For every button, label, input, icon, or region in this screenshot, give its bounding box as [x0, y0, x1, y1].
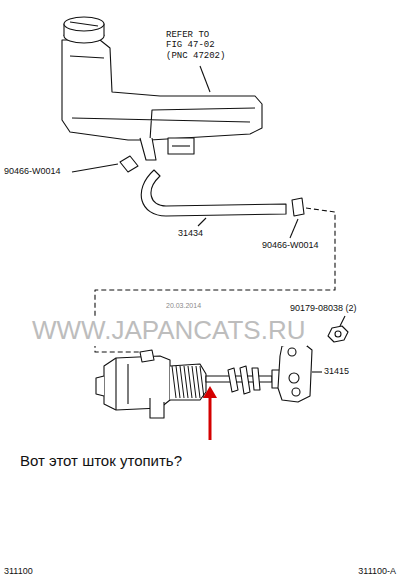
question-note: Вот этот шток утопить? — [20, 452, 182, 469]
push-rod — [206, 376, 272, 382]
figure-number: 311100-A — [358, 566, 396, 576]
spring-coil — [196, 366, 200, 398]
date-stamp: 20.03.2014 — [166, 302, 201, 310]
cylinder-end — [96, 376, 104, 396]
inlet-nipple — [140, 350, 154, 362]
nut-hole — [335, 331, 341, 337]
hose-clamp — [292, 198, 304, 216]
part-number: 90466-W0014 — [262, 240, 319, 250]
mounting-hole — [292, 388, 300, 396]
clevis-pin — [289, 373, 299, 383]
reservoir-outlet — [140, 138, 156, 160]
reservoir-bracket-line — [172, 145, 190, 146]
reservoir-bracket — [168, 138, 194, 154]
leader-line — [198, 218, 206, 226]
dust-boot — [228, 366, 260, 394]
mounting-hole — [288, 348, 296, 356]
spring-coil — [184, 366, 188, 398]
cylinder-flange-body — [170, 364, 206, 400]
return-spring — [172, 366, 204, 398]
spring-coil — [188, 366, 192, 398]
cylinder-ring — [116, 358, 128, 410]
hose — [141, 170, 286, 216]
figure-number: 311100 — [4, 566, 33, 576]
part-number: 31415 — [324, 366, 349, 376]
part-number: 90466-W0014 — [4, 166, 61, 176]
spring-coil — [192, 366, 196, 398]
leader-line — [312, 371, 322, 372]
spring-coil — [172, 366, 176, 398]
spring-coil — [200, 366, 204, 398]
watermark: WWW.JAPANCATS.RU — [30, 316, 307, 346]
reservoir-body — [62, 40, 262, 140]
reference-note: REFER TO FIG 47-02 (PNC 47202) — [166, 30, 230, 61]
reservoir-edge — [70, 56, 255, 140]
leader-line — [290, 219, 298, 238]
cylinder-port — [150, 398, 164, 418]
leader-line — [340, 316, 345, 326]
red-arrow — [203, 386, 217, 440]
reservoir-cap-top — [64, 17, 104, 31]
part-number: 31434 — [178, 228, 203, 238]
leader-line — [72, 164, 118, 172]
hose-clamp — [120, 156, 138, 172]
reservoir-cap-line — [70, 22, 98, 26]
spring-coil — [176, 366, 180, 398]
spring-coil — [180, 366, 184, 398]
part-number: 90179-08038 (2) — [290, 303, 357, 313]
nut — [328, 326, 348, 342]
mounting-plate — [278, 342, 312, 402]
leader-line — [200, 66, 210, 92]
